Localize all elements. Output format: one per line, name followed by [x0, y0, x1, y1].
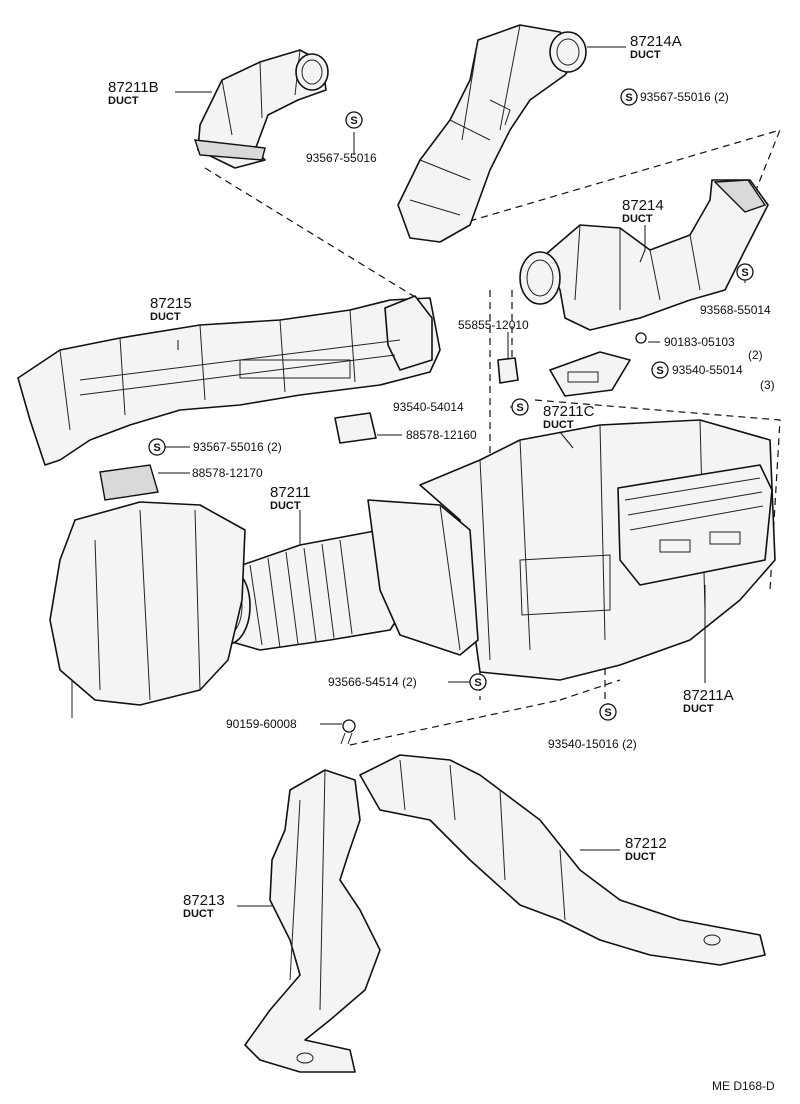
part-87211a-number: 87211A — [683, 687, 734, 704]
screw-symbol-6 — [148, 438, 166, 456]
fastener-93567-55016: 93567-55016 — [306, 151, 377, 165]
screw-symbol-text: S — [625, 92, 632, 104]
screw-symbol-text: S — [474, 677, 481, 689]
screw-symbol-text: S — [741, 267, 748, 279]
duct-87215 — [17, 295, 441, 466]
part-87213-number: 87213 — [183, 892, 225, 909]
fastener-90183-05103: 90183-05103 — [664, 335, 735, 349]
leader-lines — [158, 46, 746, 907]
screw-symbol-text: S — [516, 402, 523, 414]
duct-87212 — [359, 754, 766, 966]
part-87214a-number: 87214A — [630, 33, 682, 50]
fastener-88578-12170: 88578-12170 — [192, 466, 263, 480]
screw-symbol-3 — [736, 263, 754, 281]
duct-87213 — [244, 769, 381, 1073]
fastener-93568-55014: 93568-55014 — [700, 303, 771, 317]
fastener-93540-54014: 93540-54014 — [393, 400, 464, 414]
part-87214-number: 87214 — [622, 197, 664, 214]
screw-symbols: S S S S S S S S — [148, 88, 754, 721]
screw-symbol-text: S — [656, 365, 663, 377]
fastener-88578-12160: 88578-12160 — [406, 428, 477, 442]
fastener-90159-60008: 90159-60008 — [226, 717, 297, 731]
part-87211b-name: DUCT — [108, 95, 139, 107]
blower-unit — [49, 501, 246, 718]
screw-symbol-text: S — [604, 707, 611, 719]
screw-symbol-1 — [345, 111, 363, 129]
fastener-93567-55016-x2-left: 93567-55016 (2) — [193, 440, 282, 454]
duct-87214a — [397, 24, 587, 243]
screw-90159-60008 — [340, 719, 356, 745]
fastener-labels: 93567-55016 93567-55016 (2) 93568-55014 … — [192, 90, 775, 751]
part-87212-name: DUCT — [625, 851, 656, 863]
part-87211-name: DUCT — [270, 500, 301, 512]
screw-symbol-5 — [511, 398, 529, 416]
fastener-93566-54514: 93566-54514 (2) — [328, 675, 417, 689]
bracket-87211c-mount — [549, 332, 647, 397]
duct-87211-bellows — [205, 499, 479, 656]
part-87214a-name: DUCT — [630, 49, 661, 61]
bracket-55855-12010 — [497, 357, 519, 384]
duct-87214 — [519, 179, 769, 331]
fastener-90183-05103-qty: (2) — [748, 348, 763, 362]
part-87212-number: 87212 — [625, 835, 667, 852]
part-87211b-number: 87211B — [108, 79, 159, 96]
screw-symbol-text: S — [350, 115, 357, 127]
fastener-93540-55014: 93540-55014 — [672, 363, 743, 377]
heater-unit-87211c — [419, 419, 776, 681]
screw-symbol-7 — [469, 673, 487, 691]
fastener-93540-15016: 93540-15016 (2) — [548, 737, 637, 751]
part-87211a-name: DUCT — [683, 703, 714, 715]
screw-symbol-8 — [599, 703, 617, 721]
part-87215-name: DUCT — [150, 311, 181, 323]
part-87211c-number: 87211C — [543, 403, 595, 420]
part-87213-name: DUCT — [183, 908, 214, 920]
fastener-93540-55014-qty: (3) — [760, 378, 775, 392]
pad-88578-12170 — [99, 464, 159, 501]
diagram-reference-code: ME D168-D — [712, 1079, 775, 1093]
fastener-93567-55016-x2-top: 93567-55016 (2) — [640, 90, 729, 104]
pad-88578-12160 — [334, 412, 377, 444]
part-labels: 87211B DUCT 87214A DUCT 87214 DUCT 87215… — [108, 33, 734, 920]
fastener-55855-12010: 55855-12010 — [458, 318, 529, 332]
part-87215-number: 87215 — [150, 295, 192, 312]
part-87211-number: 87211 — [270, 484, 311, 501]
screw-symbol-text: S — [153, 442, 160, 454]
part-87211c-name: DUCT — [543, 419, 574, 431]
part-87214-name: DUCT — [622, 213, 653, 225]
screw-symbol-2 — [620, 88, 638, 106]
screw-symbol-4 — [651, 361, 669, 379]
duct-87211b — [193, 49, 329, 169]
